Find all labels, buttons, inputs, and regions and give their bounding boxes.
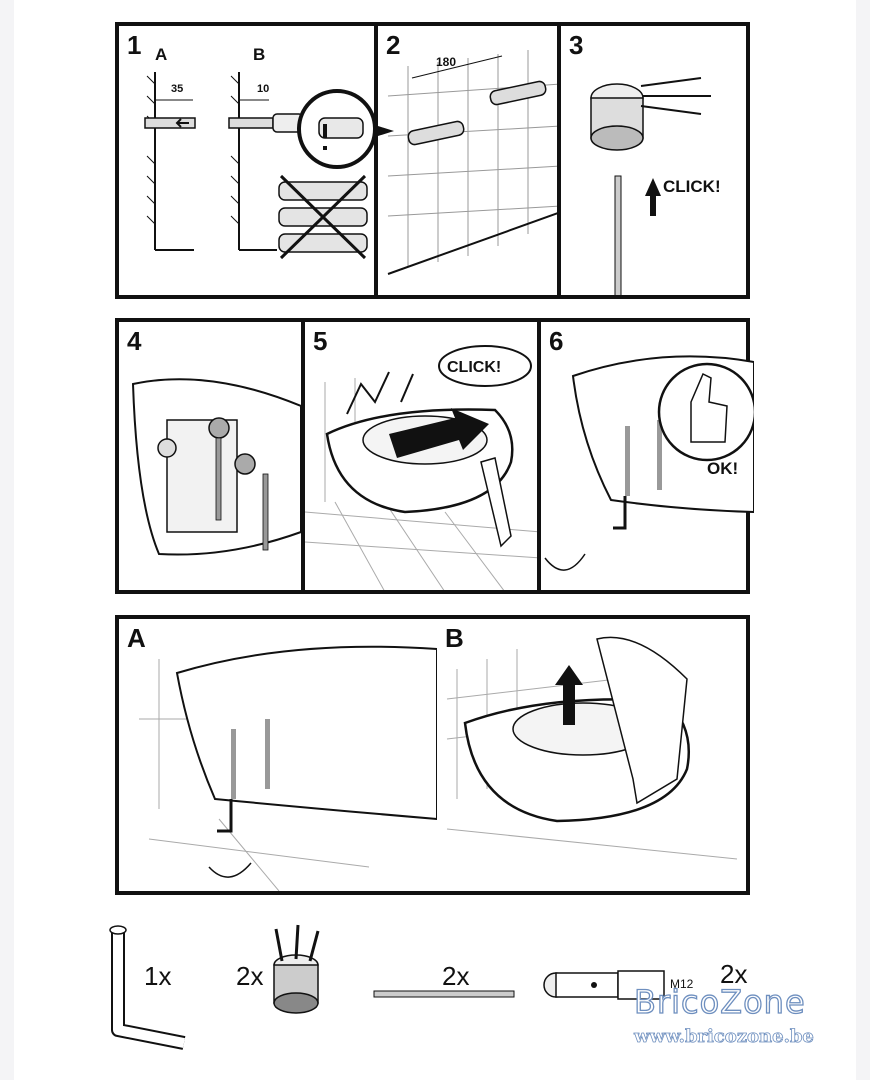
step-6-panel: 6 OK! — [537, 322, 754, 590]
anchor-bolt-drawing — [543, 970, 665, 1000]
ok-callout: OK! — [707, 459, 738, 478]
part-qty: 2x — [720, 959, 748, 989]
step-2-panel: 2 180 — [374, 26, 561, 295]
step-number: 2 — [386, 30, 401, 60]
step-3-illustration: CLICK! — [590, 77, 721, 295]
step-5-panel: 5 CLICK! — [301, 322, 541, 590]
dim-a-value: 35 — [171, 83, 183, 95]
threaded-rod-drawing — [373, 990, 515, 998]
fixing-clip-drawing — [273, 924, 320, 1014]
row-steps-4-6: 4 5 — [115, 318, 754, 594]
part-label: M12 — [670, 977, 694, 991]
dim-b-value: 10 — [257, 83, 269, 95]
bent-pipe-drawing — [109, 925, 186, 1050]
step-3-panel: 3 CLICK! — [557, 26, 754, 295]
removal-panel-b: B — [437, 619, 750, 891]
removal-label: B — [445, 623, 464, 653]
part-qty: 2x — [236, 961, 264, 991]
step-number: 1 — [127, 30, 142, 60]
click-callout: CLICK! — [447, 359, 501, 376]
watermark-url: www.bricozone.be — [634, 1026, 815, 1048]
label-b: B — [253, 45, 265, 64]
step-5-illustration: CLICK! — [305, 345, 541, 590]
step-4-panel: 4 — [119, 322, 301, 590]
parts-illustrations — [109, 924, 665, 1050]
watermark-brand: BricoZone — [633, 982, 806, 1021]
step-number: 4 — [127, 326, 142, 356]
step-4-illustration — [131, 378, 301, 556]
step-2-illustration: 180 — [378, 50, 561, 275]
step-number: 6 — [549, 326, 564, 356]
step-1-illustration: A B 35 10 — [144, 45, 374, 260]
removal-b-illustration — [446, 636, 738, 860]
row-removal: A B — [115, 615, 750, 895]
step-number: 5 — [313, 326, 328, 356]
step-number: 3 — [569, 30, 584, 60]
click-callout: CLICK! — [663, 177, 721, 196]
parts-list: 1x 2x 2x M12 2x — [14, 905, 856, 1080]
dim-180-value: 180 — [436, 55, 456, 69]
removal-a-illustration — [139, 645, 437, 891]
step-1-panel: 1 A B 35 10 — [119, 26, 374, 295]
label-a: A — [155, 45, 167, 64]
part-qty: 2x — [442, 961, 470, 991]
instruction-sheet: 1 A B 35 10 — [14, 0, 856, 1080]
row-steps-1-3: 1 A B 35 10 — [115, 22, 750, 299]
removal-label: A — [127, 623, 146, 653]
part-qty: 1x — [144, 961, 172, 991]
step-6-illustration: OK! — [544, 355, 754, 571]
removal-panel-a: A — [119, 619, 437, 891]
